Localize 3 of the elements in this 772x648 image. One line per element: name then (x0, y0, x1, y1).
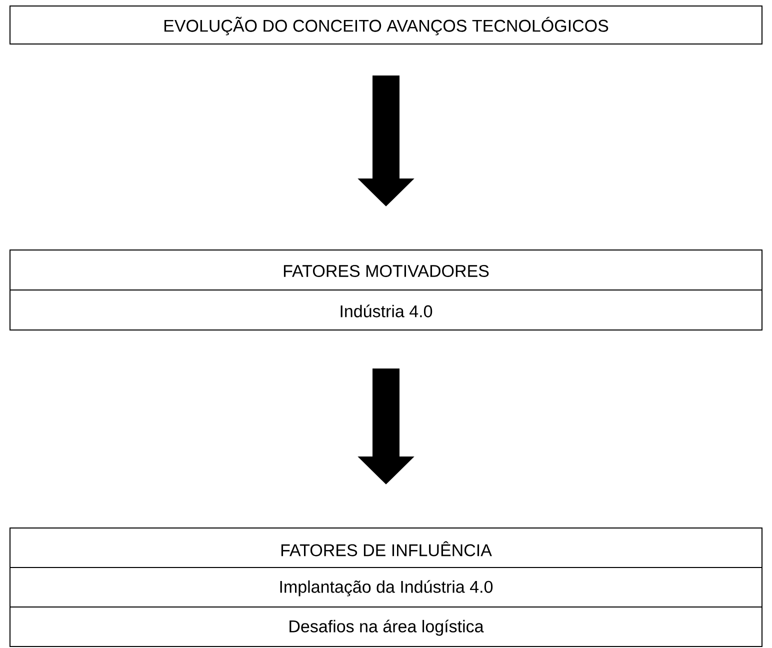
table-box: EVOLUÇÃO DO CONCEITO AVANÇOS TECNOLÓGICOS (10, 6, 762, 44)
table-box: FATORES MOTIVADORES Indústria 4.0 (10, 250, 762, 330)
table-box: FATORES DE INFLUÊNCIA Implantação da Indústria 4.0 Desafios na área logística (10, 528, 762, 647)
